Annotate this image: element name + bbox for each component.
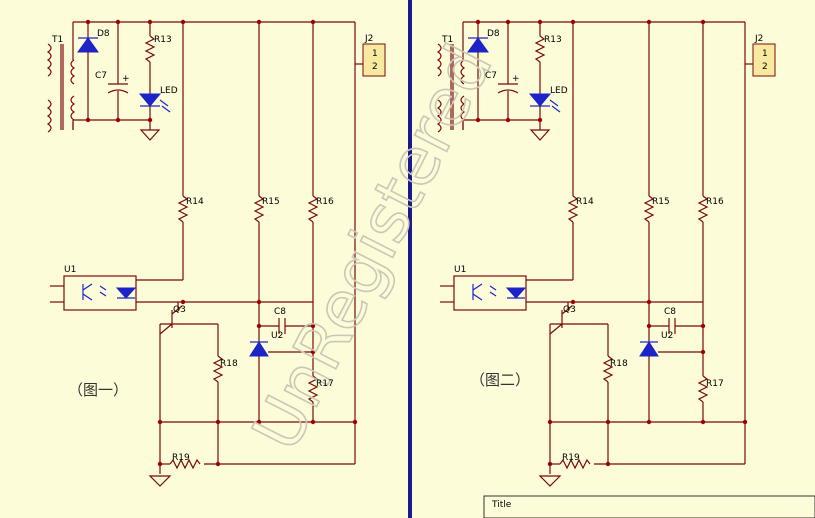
label-c8: C8 bbox=[274, 307, 286, 317]
label-c8: C8 bbox=[664, 307, 676, 317]
caption-left: （图一） bbox=[68, 381, 128, 399]
label-r18: R18 bbox=[220, 359, 238, 369]
label-q3: Q3 bbox=[563, 305, 576, 315]
label-t1: T1 bbox=[51, 35, 63, 45]
label-u1: U1 bbox=[64, 265, 76, 275]
labels-left: T1 D8 R13 C7 + LED J2 1 2 R14 R15 R16 U1… bbox=[51, 29, 378, 463]
label-c7-plus: + bbox=[512, 74, 520, 84]
label-c7-plus: + bbox=[122, 74, 130, 84]
label-t1: T1 bbox=[441, 35, 453, 45]
label-pin2: 2 bbox=[372, 62, 378, 72]
label-r16: R16 bbox=[316, 197, 334, 207]
label-r18: R18 bbox=[610, 359, 628, 369]
title-label: Title bbox=[491, 500, 512, 510]
label-pin1: 1 bbox=[372, 49, 378, 59]
label-c7: C7 bbox=[485, 71, 497, 81]
label-r19: R19 bbox=[172, 453, 190, 463]
caption-right: （图二） bbox=[470, 371, 530, 389]
label-r17: R17 bbox=[706, 379, 724, 389]
label-r15: R15 bbox=[262, 197, 280, 207]
label-j2: J2 bbox=[364, 34, 373, 44]
label-pin2: 2 bbox=[762, 62, 768, 72]
label-c7: C7 bbox=[95, 71, 107, 81]
label-q3: Q3 bbox=[173, 305, 186, 315]
label-r17: R17 bbox=[316, 379, 334, 389]
panel-divider bbox=[408, 0, 412, 518]
label-led: LED bbox=[550, 86, 568, 96]
label-u1: U1 bbox=[454, 265, 466, 275]
labels-right: T1 D8 R13 C7 + LED J2 1 2 R14 R15 R16 U1… bbox=[441, 29, 768, 463]
label-j2: J2 bbox=[754, 34, 763, 44]
label-r19: R19 bbox=[562, 453, 580, 463]
label-d8: D8 bbox=[487, 29, 500, 39]
label-r14: R14 bbox=[186, 197, 204, 207]
label-r13: R13 bbox=[154, 35, 172, 45]
label-r13: R13 bbox=[544, 35, 562, 45]
label-u2: U2 bbox=[661, 331, 673, 341]
label-r16: R16 bbox=[706, 197, 724, 207]
watermark: UnRegistered bbox=[238, 33, 508, 463]
label-r14: R14 bbox=[576, 197, 594, 207]
label-r15: R15 bbox=[652, 197, 670, 207]
label-u2: U2 bbox=[271, 331, 283, 341]
label-led: LED bbox=[160, 86, 178, 96]
label-d8: D8 bbox=[97, 29, 110, 39]
title-block bbox=[483, 495, 815, 518]
label-pin1: 1 bbox=[762, 49, 768, 59]
